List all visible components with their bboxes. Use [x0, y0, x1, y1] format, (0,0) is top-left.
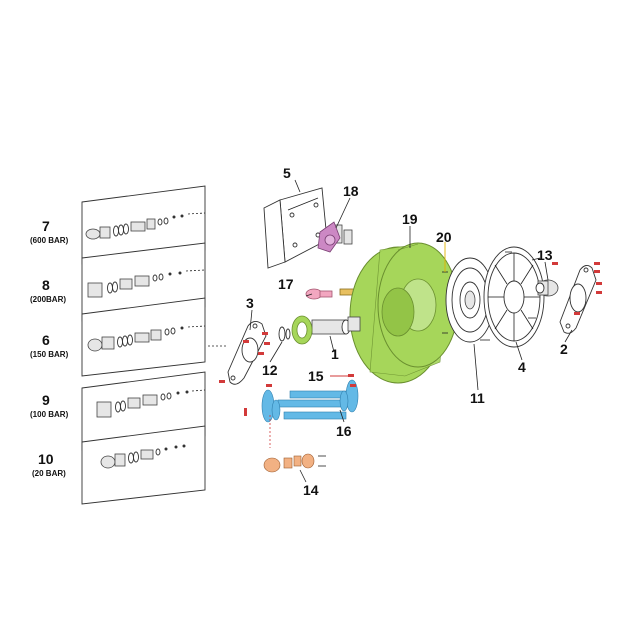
callout-15: 15 — [308, 368, 324, 384]
axle-screws — [244, 374, 356, 416]
swivel-assembly-8 — [87, 269, 206, 298]
bearing-assembly — [535, 279, 559, 297]
callout-19: 19 — [402, 211, 418, 227]
panel-9-number: 9 — [42, 392, 50, 408]
mounting-bracket — [263, 187, 353, 269]
left-frame-plate — [227, 321, 267, 385]
panel-8-number: 8 — [42, 277, 50, 293]
panel-6-number: 6 — [42, 332, 50, 348]
callout-14: 14 — [303, 482, 319, 498]
pawl-pin — [305, 288, 355, 300]
callout-1: 1 — [331, 346, 339, 362]
hose-drum — [349, 242, 459, 384]
disc-screws — [442, 251, 541, 341]
callout-17: 17 — [278, 276, 294, 292]
cross-axles — [261, 379, 359, 423]
ratchet-gear — [317, 221, 341, 253]
shaft-flange — [291, 315, 313, 345]
callout-20: 20 — [436, 229, 452, 245]
callout-12: 12 — [262, 362, 278, 378]
swivel-assembly-6 — [87, 325, 206, 352]
swivel-assembly-10 — [100, 444, 186, 469]
panel-8-pressure: (200BAR) — [30, 295, 66, 304]
callout-4: 4 — [518, 359, 526, 375]
left-frame-screws — [219, 332, 270, 383]
drum-hub-disk — [445, 257, 495, 343]
bushing-set — [263, 453, 326, 473]
callout-16: 16 — [336, 423, 352, 439]
callout-3: 3 — [246, 295, 254, 311]
panel-6 — [81, 297, 206, 377]
panel-7-pressure: (600 BAR) — [30, 236, 69, 245]
panel-9-pressure: (100 BAR) — [30, 410, 69, 419]
leader-lines — [208, 179, 573, 483]
callout-18: 18 — [343, 183, 359, 199]
callout-5: 5 — [283, 165, 291, 181]
panel-7 — [81, 185, 206, 265]
panel-8 — [81, 242, 206, 322]
panel-6-pressure: (150 BAR) — [30, 350, 69, 359]
panel-7-number: 7 — [42, 218, 50, 234]
panel-10-number: 10 — [38, 451, 54, 467]
panel-10 — [81, 425, 206, 505]
right-frame-screws — [552, 262, 602, 315]
side-disc — [483, 246, 545, 348]
callout-2: 2 — [560, 341, 568, 357]
right-frame-plate — [559, 265, 597, 334]
callout-11: 11 — [470, 390, 485, 406]
callout-13: 13 — [537, 247, 553, 263]
shaft-washer — [278, 326, 291, 342]
swivel-assembly-7 — [85, 212, 206, 240]
main-shaft — [311, 316, 361, 335]
panel-10-pressure: (20 BAR) — [32, 469, 66, 478]
swivel-assembly-9 — [96, 389, 206, 418]
